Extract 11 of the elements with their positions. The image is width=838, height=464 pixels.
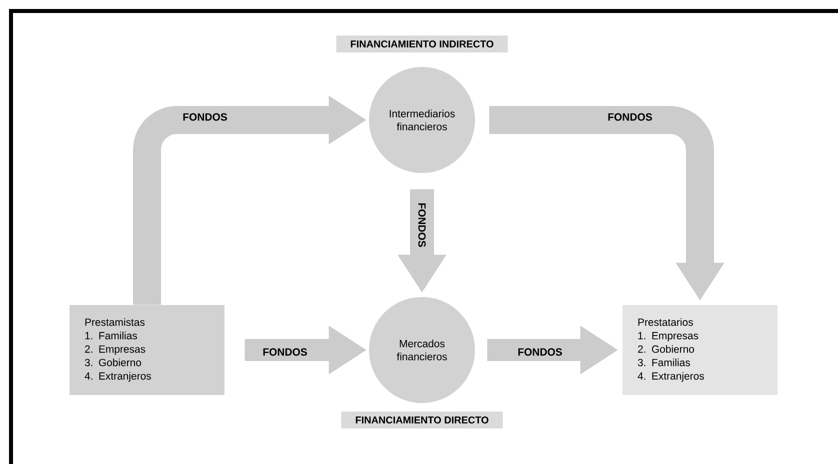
heading-band: FINANCIAMIENTO DIRECTO xyxy=(341,411,503,428)
edge-label: FONDOS xyxy=(606,112,654,122)
edge-label: FONDOS xyxy=(416,201,428,249)
edge-label: FONDOS xyxy=(181,112,229,122)
list-box: Prestatarios 1. Empresas 2. Gobierno 3. Familias 4. Extranjeros xyxy=(622,304,778,395)
edge-label: FONDOS xyxy=(516,346,564,358)
edge-label: FONDOS xyxy=(261,346,309,358)
heading-band: FINANCIAMIENTO INDIRECTO xyxy=(336,35,508,53)
circle-node: Intermediarios financieros xyxy=(369,66,475,173)
circle-node: Mercados financieros xyxy=(369,296,475,403)
list-box: Prestamistas 1. Familias 2. Empresas 3. Gobierno 4. Extranjeros xyxy=(70,304,224,395)
